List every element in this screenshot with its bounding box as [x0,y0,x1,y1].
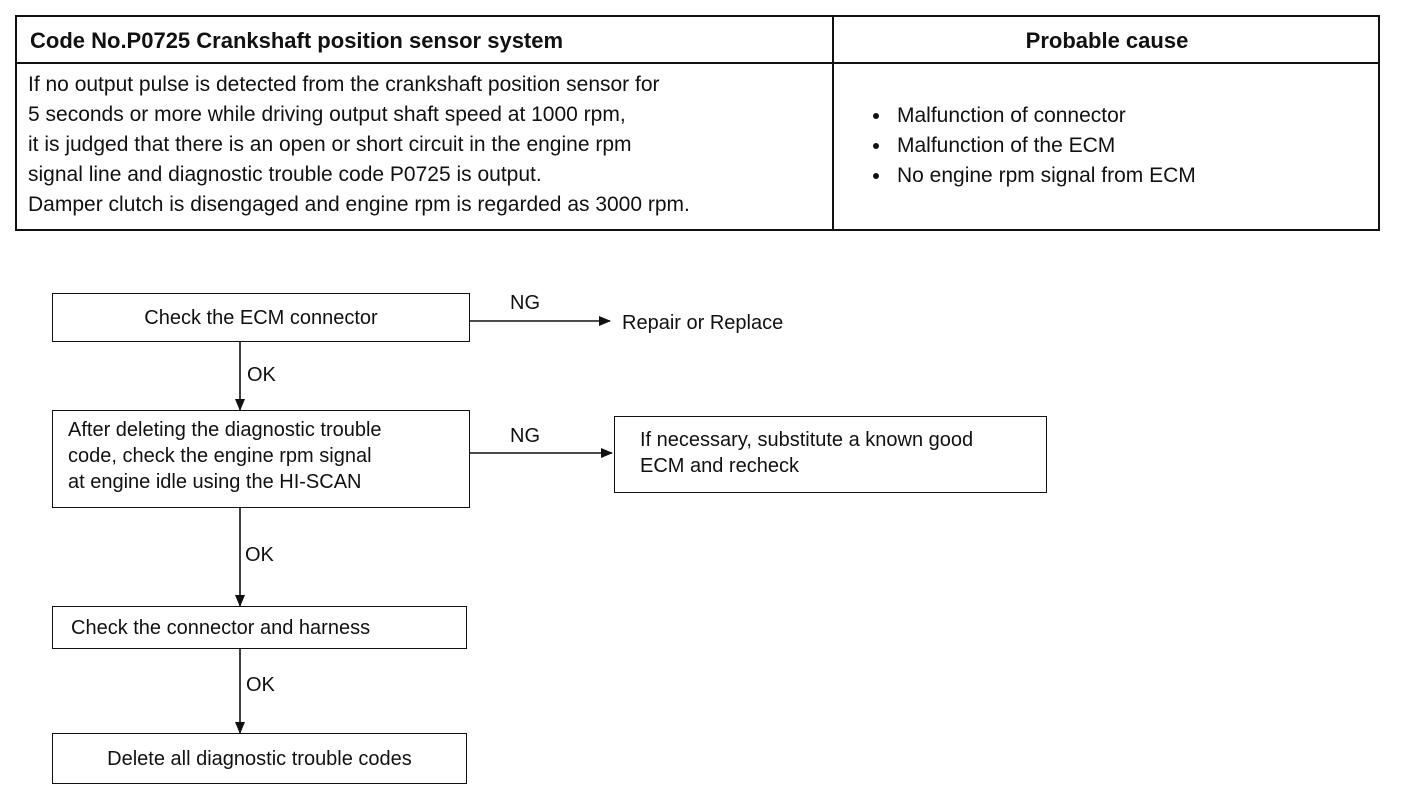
bullet-icon [873,143,879,149]
box-label: Check the connector and harness [71,616,371,639]
bullet-icon [873,113,879,119]
cause-list-item: Malfunction of the ECM [873,131,1196,161]
probable-cause-list: Malfunction of connector Malfunction of … [873,101,1196,191]
box-label-line: After deleting the diagnostic trouble [68,419,382,441]
table-column-divider [832,15,834,231]
cause-list-item: Malfunction of connector [873,101,1196,131]
description-line: Damper clutch is disengaged and engine r… [28,193,690,216]
code-description: If no output pulse is detected from the … [28,70,690,220]
cause-text: No engine rpm signal from ECM [897,164,1196,187]
code-header: Code No.P0725 Crankshaft position sensor… [30,28,564,53]
bullet-icon [873,173,879,179]
cause-list-item: No engine rpm signal from ECM [873,161,1196,191]
box-label-line: code, check the engine rpm signal [68,445,372,467]
delete-trouble-codes-box: Delete all diagnostic trouble codes [52,733,467,784]
description-line: 5 seconds or more while driving output s… [28,103,626,126]
ok-label: OK [245,544,274,566]
ok-label: OK [247,364,276,386]
check-connector-harness-box: Check the connector and harness [52,606,467,649]
box-label-line: ECM and recheck [640,455,799,477]
check-ecm-connector-box: Check the ECM connector [52,293,470,342]
description-line: it is judged that there is an open or sh… [28,133,632,156]
ng-label: NG [510,292,540,314]
substitute-ecm-box: If necessary, substitute a known good EC… [614,416,1047,493]
description-line: signal line and diagnostic trouble code … [28,163,542,186]
description-line: If no output pulse is detected from the … [28,73,660,96]
diagnostic-code-table [15,15,1380,231]
cause-text: Malfunction of connector [897,104,1126,127]
check-rpm-signal-box: After deleting the diagnostic trouble co… [52,410,470,508]
box-label-line: at engine idle using the HI-SCAN [68,471,362,493]
ok-label: OK [246,674,275,696]
cause-text: Malfunction of the ECM [897,134,1116,157]
box-label: Delete all diagnostic trouble codes [107,747,412,770]
repair-or-replace-label: Repair or Replace [622,312,784,334]
probable-cause-header: Probable cause [1025,28,1189,53]
box-label-line: If necessary, substitute a known good [640,429,974,451]
ng-label: NG [510,425,540,447]
box-label: Check the ECM connector [144,306,378,329]
table-header-divider [15,62,1380,64]
